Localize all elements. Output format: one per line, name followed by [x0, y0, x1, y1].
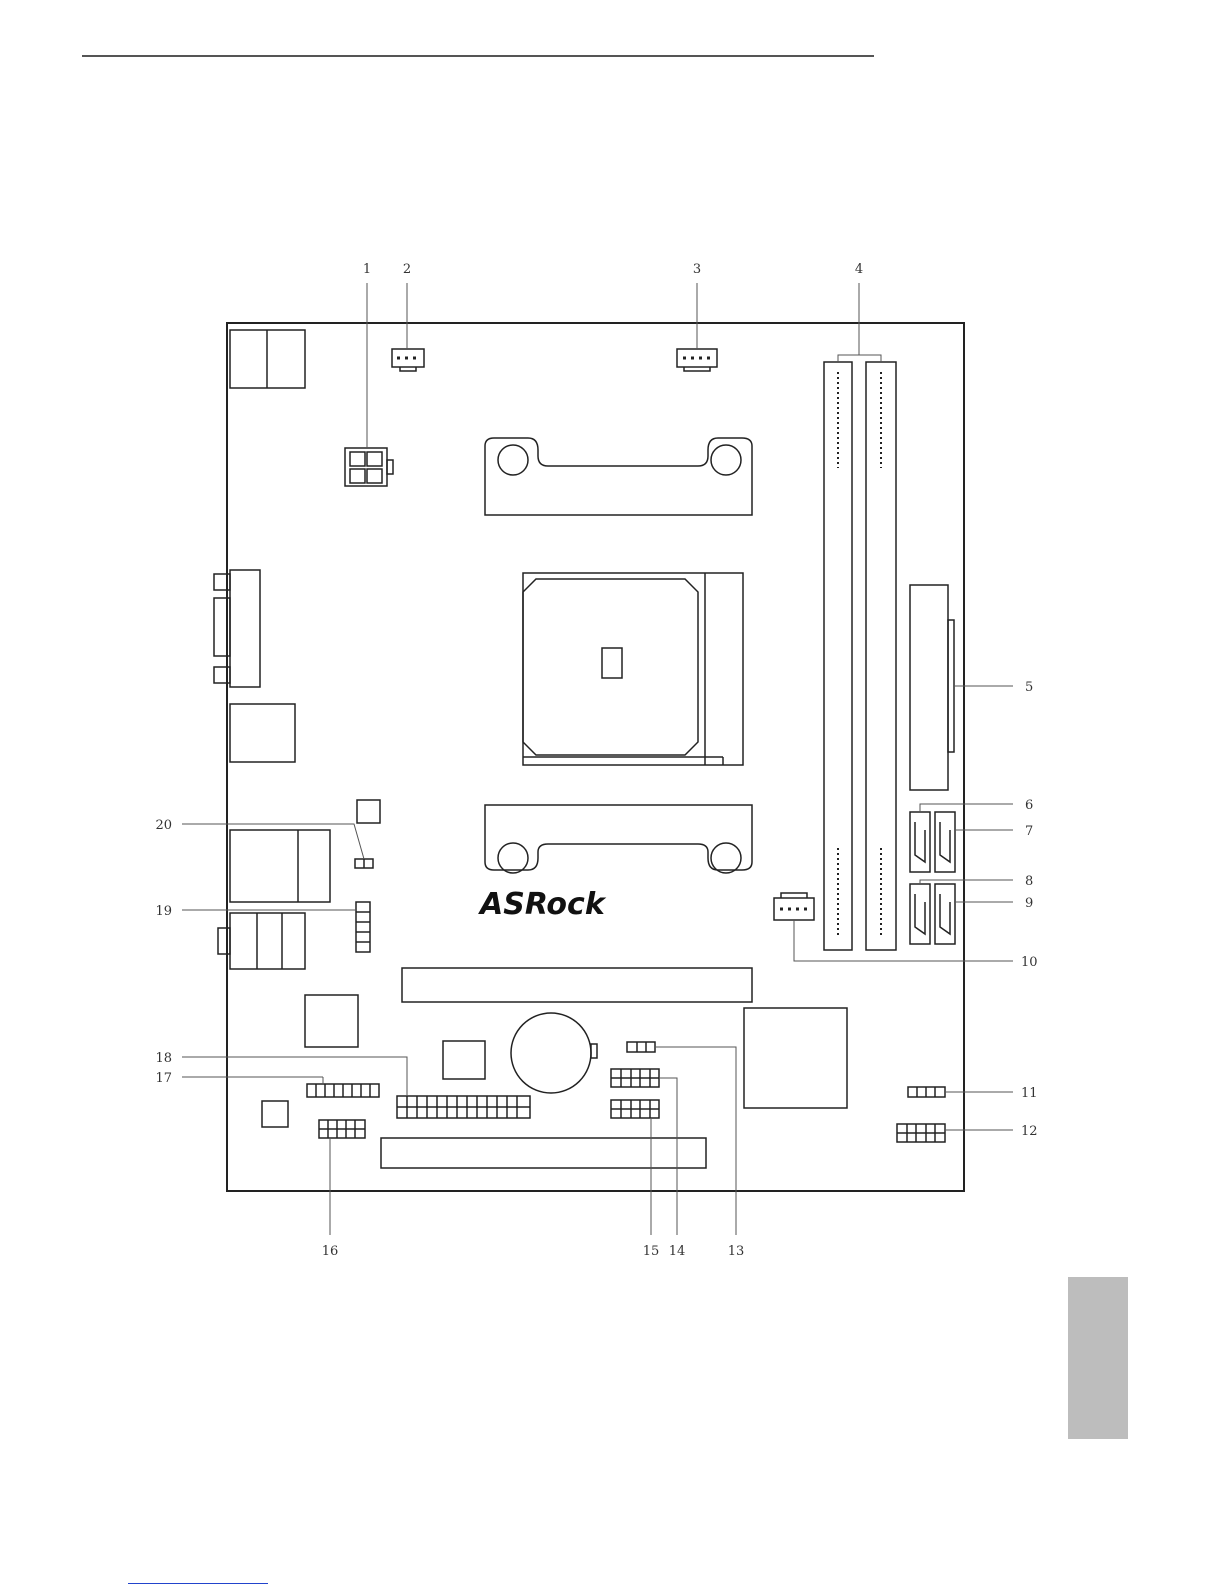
usb-header-2 — [611, 1100, 659, 1118]
chipset — [744, 1008, 847, 1108]
rear-io-lan-usb — [230, 830, 330, 902]
chassis-fan-connector-top — [677, 349, 717, 371]
rear-io-audio — [218, 913, 305, 969]
rear-io-vga-dvi — [214, 570, 260, 687]
ddr-dimm-slots — [824, 362, 896, 950]
lpt-header — [397, 1096, 530, 1118]
small-ic-3 — [262, 1101, 288, 1127]
callout-17: 17 — [155, 1071, 172, 1086]
cpu-retention-bracket-top — [485, 438, 752, 515]
callout-20: 20 — [155, 818, 172, 833]
atx-power-connector — [910, 585, 954, 790]
callout-2: 2 — [403, 262, 411, 277]
callout-12: 12 — [1021, 1124, 1038, 1139]
small-ic-2 — [443, 1041, 485, 1079]
callout-4: 4 — [855, 262, 863, 277]
system-panel-header — [897, 1124, 945, 1142]
rear-io-usb-block-1 — [230, 704, 295, 762]
clear-cmos-jumper — [627, 1042, 655, 1052]
front-audio-header — [356, 902, 370, 952]
super-io-chip — [305, 995, 358, 1047]
callout-9: 9 — [1025, 896, 1033, 911]
pci-slot — [381, 1138, 706, 1168]
callout-7: 7 — [1025, 824, 1033, 839]
atx-12v-power-connector — [345, 448, 393, 486]
callout-6: 6 — [1025, 798, 1033, 813]
chassis-intrusion-header — [355, 859, 373, 868]
callout-1: 1 — [363, 262, 371, 277]
sata-connectors — [910, 812, 955, 944]
small-ic-1 — [357, 800, 380, 823]
callout-10: 10 — [1021, 955, 1038, 970]
callout-8: 8 — [1025, 874, 1033, 889]
spdif-header — [908, 1087, 945, 1097]
callout-15: 15 — [643, 1244, 660, 1259]
asrock-logo: ASRock — [478, 887, 607, 922]
cpu-fan-connector — [392, 349, 424, 371]
callout-19: 19 — [155, 904, 172, 919]
callout-11: 11 — [1021, 1086, 1038, 1101]
tpm-header — [319, 1120, 365, 1138]
callout-18: 18 — [155, 1051, 172, 1066]
callout-5: 5 — [1025, 680, 1033, 695]
usb-header-1 — [611, 1069, 659, 1087]
callout-3: 3 — [693, 262, 701, 277]
pcie-x16-slot — [402, 968, 752, 1002]
callout-13: 13 — [728, 1244, 745, 1259]
callout-14: 14 — [669, 1244, 686, 1259]
rear-io-ps2 — [230, 330, 305, 388]
com-header — [307, 1084, 379, 1097]
cmos-battery — [511, 1013, 597, 1093]
cpu-retention-bracket-bottom — [485, 805, 752, 870]
cpu-socket — [523, 573, 743, 765]
chassis-fan-connector-bottom — [774, 893, 814, 920]
callout-16: 16 — [322, 1244, 339, 1259]
